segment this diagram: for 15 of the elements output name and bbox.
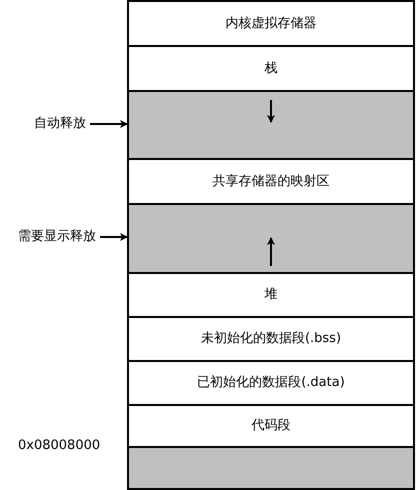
memory-region-box: [127, 446, 415, 490]
side-label: 自动释放: [10, 114, 86, 134]
memory-segment-box: 堆: [127, 272, 415, 316]
memory-segment-box: 未初始化的数据段(.bss): [127, 316, 415, 360]
side-label: 需要显示释放: [0, 227, 96, 247]
memory-segment-box: 共享存储器的映射区: [127, 158, 415, 203]
memory-region-box: [127, 90, 415, 158]
arrow: [100, 233, 128, 241]
memory-segment-box: 已初始化的数据段(.data): [127, 360, 415, 404]
arrow: [90, 120, 128, 128]
memory-segment-box: 代码段: [127, 404, 415, 446]
memory-segment-box: 栈: [127, 45, 415, 90]
memory-segment-box: 内核虚拟存储器: [127, 0, 415, 45]
memory-region-box: [127, 203, 415, 272]
address-label: 0x08008000: [18, 437, 100, 455]
